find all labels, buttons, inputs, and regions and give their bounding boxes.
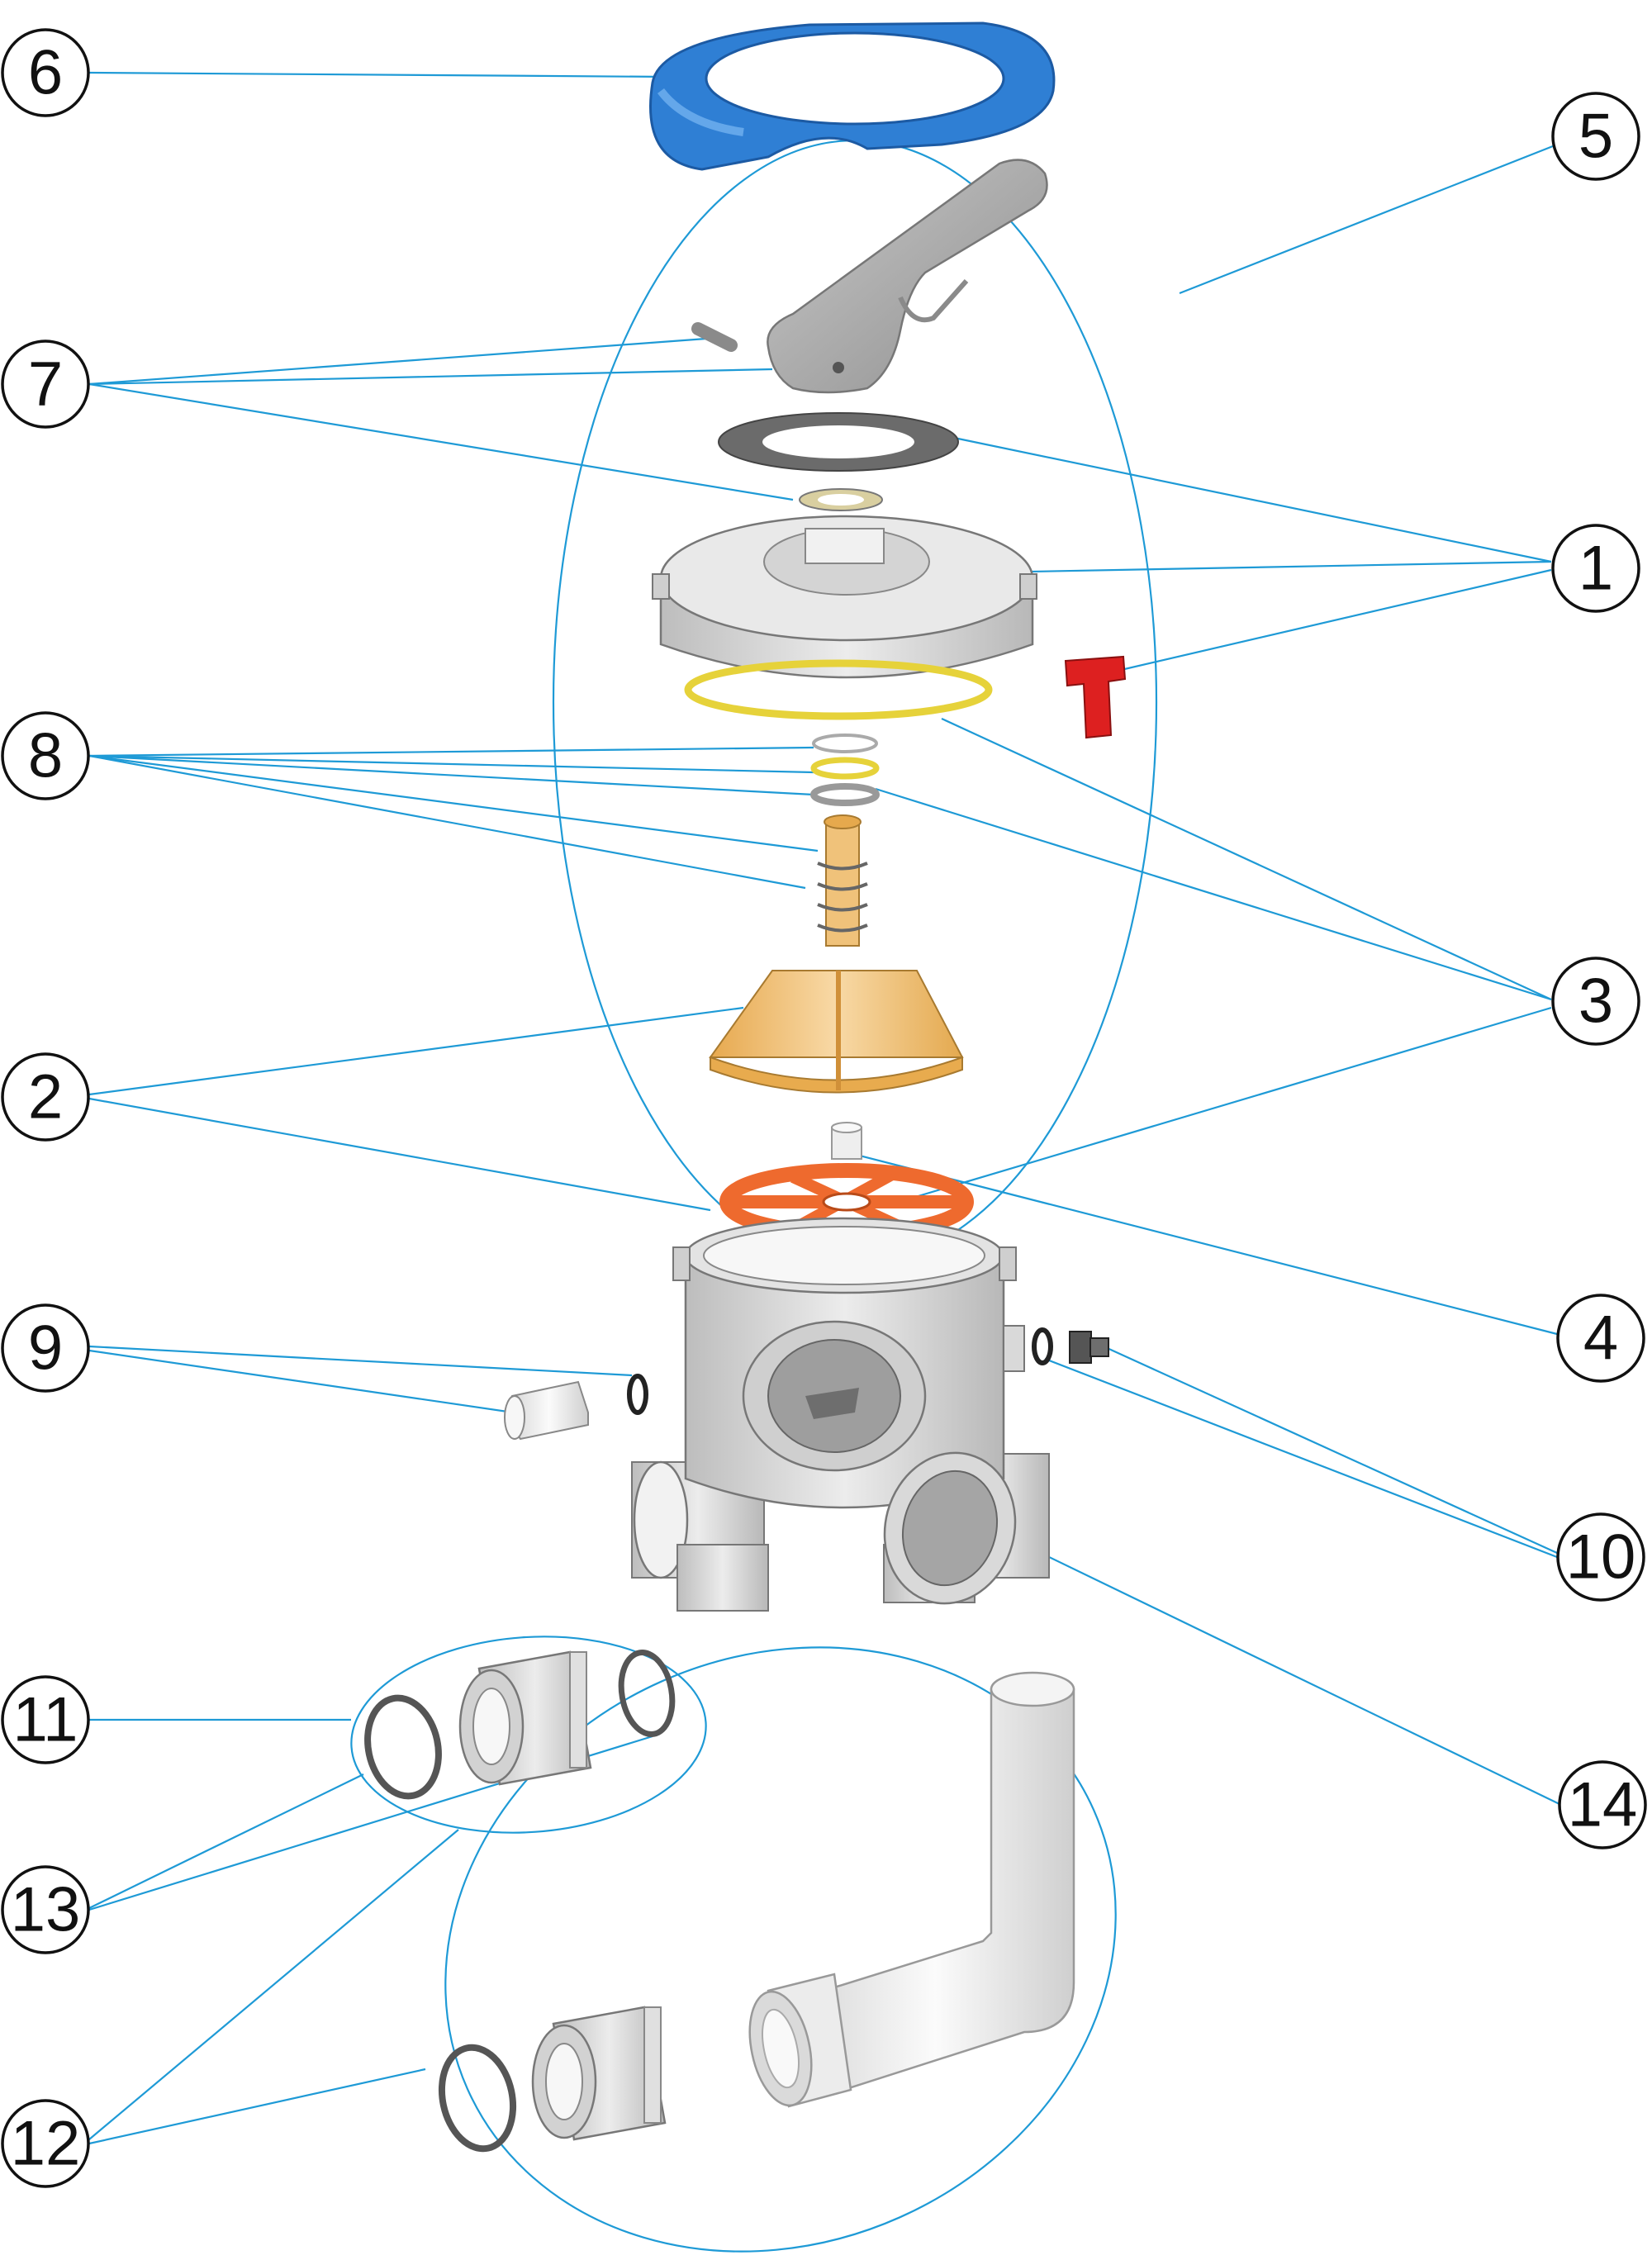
callout-10: 10 xyxy=(1556,1512,1645,1602)
locking-ring-part xyxy=(649,21,1056,171)
callout-4: 4 xyxy=(1556,1294,1645,1383)
leader-7a xyxy=(88,337,707,386)
callout-3: 3 xyxy=(1551,957,1640,1046)
flat-gasket-part xyxy=(718,412,959,472)
vent-plug-part xyxy=(1032,1327,1109,1365)
callout-8-label: 8 xyxy=(28,721,63,791)
callout-7-label: 7 xyxy=(28,349,63,420)
leader-12b xyxy=(88,2068,426,2145)
callout-14-label: 14 xyxy=(1568,1770,1638,1840)
leader-8d xyxy=(88,754,819,852)
callout-6: 6 xyxy=(1,28,90,117)
stud-part xyxy=(831,1122,862,1160)
leader-8b xyxy=(88,754,814,774)
elbow-union-part xyxy=(438,1671,1075,2153)
callout-8: 8 xyxy=(1,711,90,800)
callout-1-label: 1 xyxy=(1578,534,1613,604)
callout-5-label: 5 xyxy=(1578,102,1613,172)
leader-5 xyxy=(1179,143,1558,295)
leader-2a xyxy=(88,1006,744,1096)
callout-11: 11 xyxy=(1,1675,90,1764)
union-set-part xyxy=(364,1649,676,1800)
callout-1: 1 xyxy=(1551,524,1640,613)
callout-6-label: 6 xyxy=(28,38,63,108)
callout-9-label: 9 xyxy=(28,1313,63,1384)
callout-7: 7 xyxy=(1,339,90,429)
leader-7c xyxy=(88,382,794,501)
callout-2: 2 xyxy=(1,1052,90,1142)
leader-3c xyxy=(912,1006,1552,1199)
leader-3a xyxy=(941,718,1552,1000)
callout-12-label: 12 xyxy=(11,2109,81,2179)
callout-14: 14 xyxy=(1558,1760,1647,1849)
leader-6 xyxy=(88,71,670,78)
leader-9b xyxy=(88,1349,525,1416)
leader-8a xyxy=(88,746,814,757)
leader-14 xyxy=(1019,1542,1562,1806)
leader-12a xyxy=(88,1829,459,2140)
leader-1a xyxy=(953,436,1552,563)
small-rings-part xyxy=(810,734,880,806)
leader-8e xyxy=(88,754,806,890)
leader-9a xyxy=(88,1345,633,1377)
callout-4-label: 4 xyxy=(1583,1303,1618,1374)
leader-1b xyxy=(986,560,1552,574)
leader-1c xyxy=(1106,568,1552,675)
large-oring-part xyxy=(684,659,993,720)
valve-cover-part xyxy=(652,515,1037,679)
leader-2b xyxy=(88,1097,711,1212)
leader-8c xyxy=(88,754,814,796)
pin-part xyxy=(691,322,738,352)
callout-3-label: 3 xyxy=(1578,966,1613,1037)
handle-part xyxy=(767,159,1048,394)
leader-10a xyxy=(1094,1341,1558,1555)
callout-10-label: 10 xyxy=(1566,1522,1636,1593)
callout-11-label: 11 xyxy=(13,1685,78,1755)
star-disc-part xyxy=(719,1163,974,1241)
red-clip-part xyxy=(1064,655,1127,739)
leader-13a xyxy=(88,1773,364,1909)
leader-3b xyxy=(875,787,1552,1001)
callout-12: 12 xyxy=(1,2099,90,2188)
callout-13-label: 13 xyxy=(11,1875,81,1945)
leader-lines xyxy=(88,71,1562,2253)
group-outline-11 xyxy=(350,1636,707,1834)
callout-13: 13 xyxy=(1,1865,90,1954)
leader-10b xyxy=(1044,1357,1558,1559)
washer-part xyxy=(799,488,883,511)
group-outline-12 xyxy=(444,1646,1117,2253)
callout-2-label: 2 xyxy=(28,1062,63,1132)
drain-fitting-part xyxy=(504,1374,648,1441)
callout-5: 5 xyxy=(1551,92,1640,181)
rotor-cone-part xyxy=(709,814,964,1094)
leader-4 xyxy=(846,1151,1558,1336)
valve-body-part xyxy=(631,1217,1050,1612)
callout-9: 9 xyxy=(1,1303,90,1393)
leader-7b xyxy=(88,368,773,386)
